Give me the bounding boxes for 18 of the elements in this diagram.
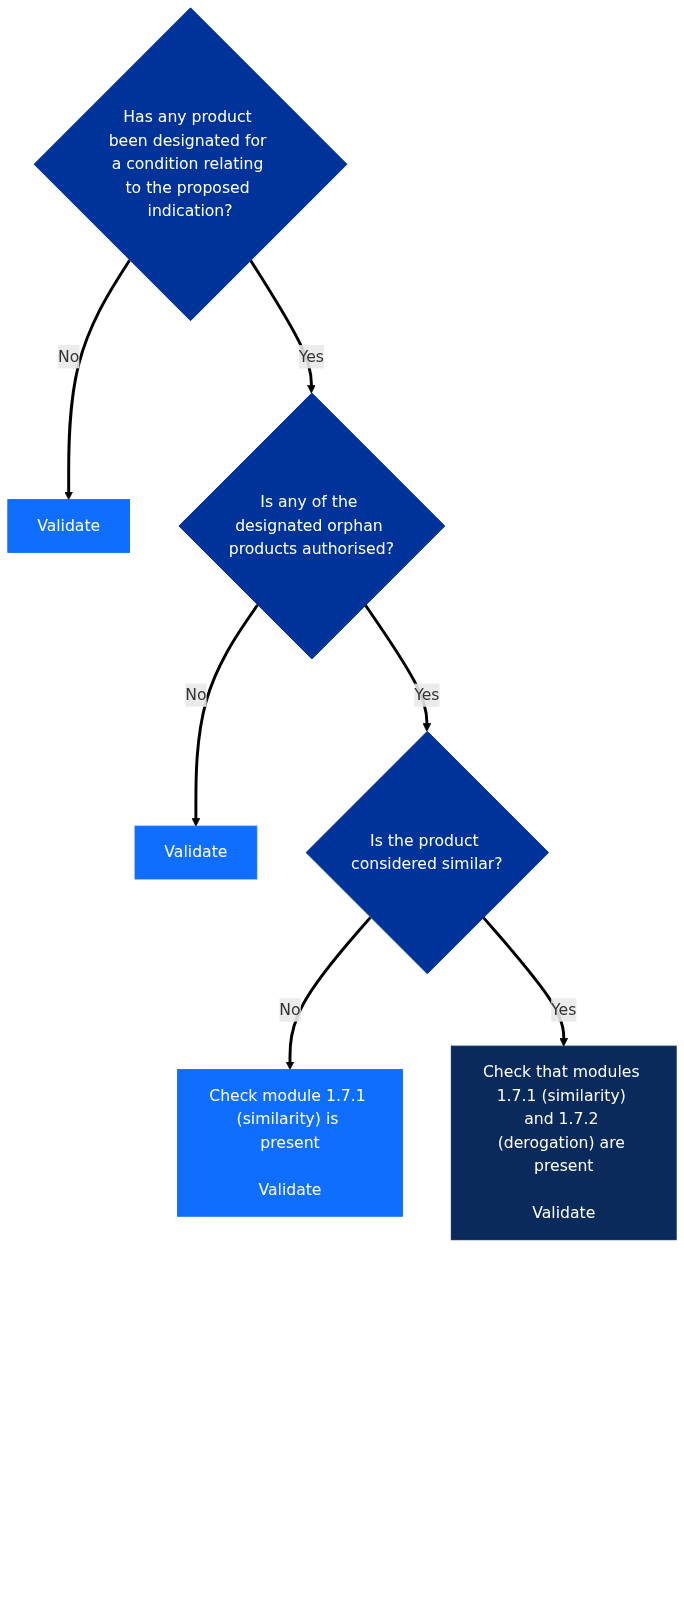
node-diamond bbox=[33, 7, 348, 322]
node-box bbox=[450, 1045, 677, 1241]
edge-label: No bbox=[279, 1000, 301, 1019]
edge-label: No bbox=[185, 685, 207, 704]
edge-label: No bbox=[58, 347, 80, 366]
edge-label: Yes bbox=[551, 1000, 577, 1019]
node-box bbox=[7, 499, 130, 553]
arrow bbox=[191, 604, 259, 827]
edge-label: Yes bbox=[298, 347, 325, 366]
node-diamond bbox=[178, 392, 446, 660]
arrow bbox=[482, 916, 569, 1047]
node-box bbox=[134, 825, 258, 880]
flowchart: No Yes No Yes No Yes Has any product been designated for a condition relating to the proposed indication? Validate Is any of the designated orphan products authorised? Validate Is the product considered similar? Check module 1.7.1 (similarity) is present Validate Check that modules 1.7.1 (similarity) and 1.7.2 (derogation) are present Validate bbox=[0, 0, 684, 1248]
node-box bbox=[177, 1069, 403, 1217]
arrow bbox=[285, 916, 372, 1070]
arrow bbox=[64, 259, 131, 500]
edge-label: Yes bbox=[414, 685, 440, 704]
node-diamond bbox=[305, 730, 550, 975]
